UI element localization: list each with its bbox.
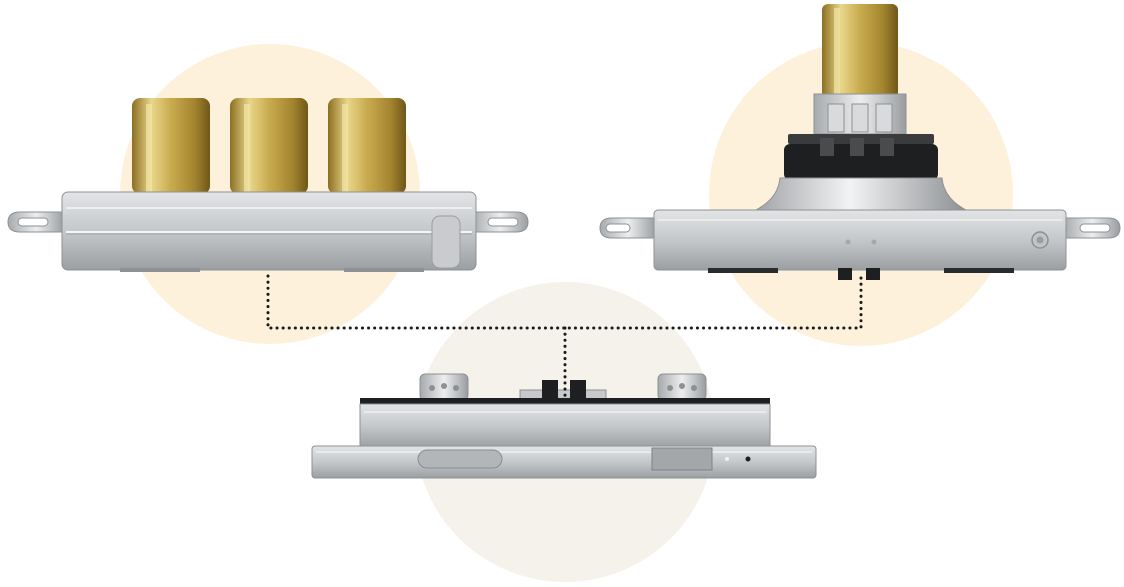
top-view-device: [311, 373, 817, 479]
side-view-rubber-seal: [784, 134, 938, 180]
side-view-device: [599, 4, 1121, 280]
front-view-left-mount-tab: [7, 211, 65, 233]
front-view-right-mount-tab: [471, 211, 529, 233]
connector-front-to-top: [266, 274, 567, 330]
side-view-right-mount-tab: [1063, 217, 1121, 239]
dotted-connector-lines: [266, 274, 863, 398]
side-view-dome-base: [751, 177, 971, 213]
side-view-connector-collar: [813, 93, 907, 135]
top-view-right-fitting: [657, 373, 707, 401]
front-view-connector-1: [132, 98, 210, 194]
top-view-left-fitting: [419, 373, 469, 401]
front-view-connector-3: [328, 98, 406, 194]
side-view-housing: [653, 209, 1067, 280]
side-view-left-mount-tab: [599, 217, 657, 239]
top-view-base-flange: [311, 445, 817, 479]
front-view-device: [7, 98, 529, 272]
front-view-housing: [61, 191, 477, 272]
connector-side-to-top: [563, 276, 863, 330]
front-view-connector-2: [230, 98, 308, 194]
top-view-upper-body: [359, 398, 771, 449]
side-view-brass-connector: [822, 4, 898, 98]
